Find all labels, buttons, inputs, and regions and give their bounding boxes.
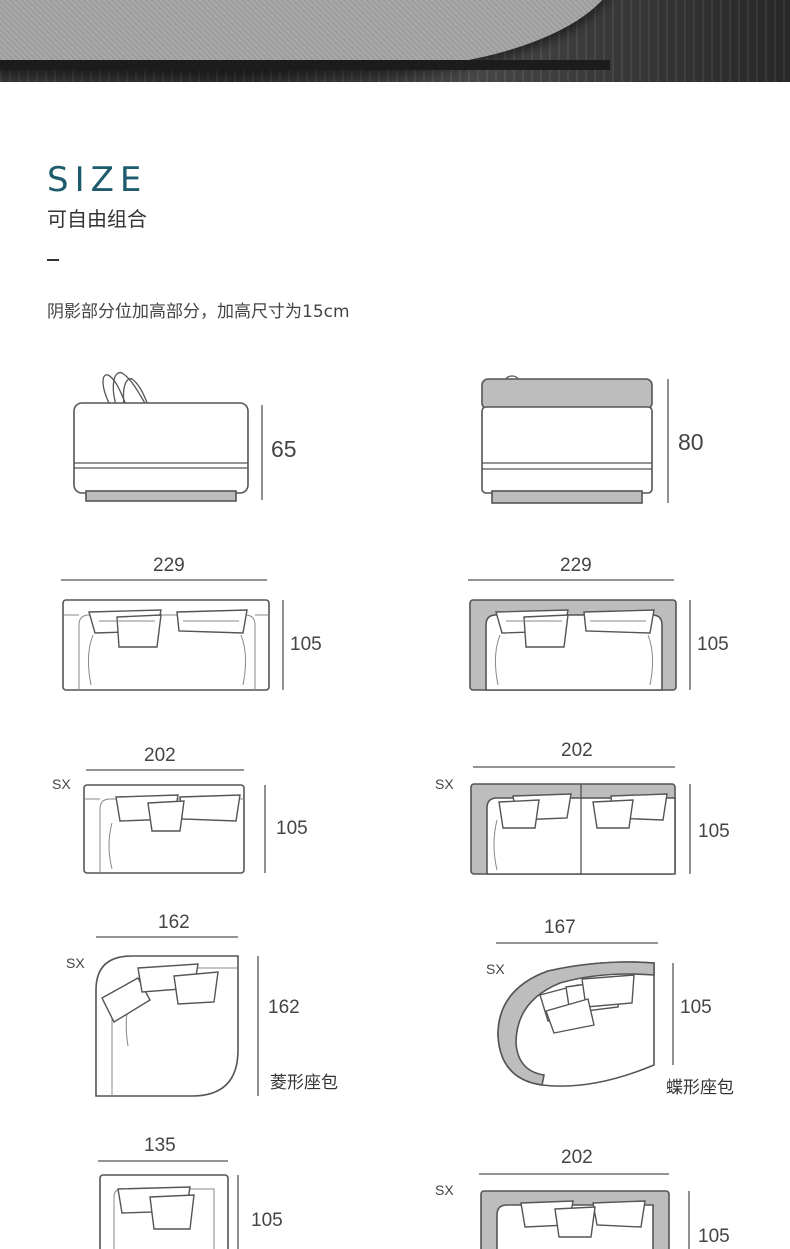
module-202-bottom: SX 202 105: [433, 1145, 753, 1249]
module-167-curved: SX 167 105 蝶形座包: [482, 915, 782, 1105]
module-167-curved-drawing: [496, 942, 674, 1087]
module-202-high-drawing: [470, 766, 691, 875]
module-162-corner: SX 162 162 菱形座包: [62, 910, 382, 1110]
module-162-corner-drawing: [95, 936, 259, 1097]
module-229-high-width: 229: [560, 555, 592, 576]
module-162-corner-depth: 162: [268, 997, 300, 1018]
module-229-plain-depth: 105: [290, 634, 322, 655]
module-167-curved-width: 167: [544, 917, 576, 938]
module-167-curved-depth: 105: [680, 997, 712, 1018]
module-135-width: 135: [144, 1135, 176, 1156]
side-view-low-height: 65: [271, 436, 297, 462]
module-202-high-side: SX: [435, 776, 454, 792]
module-202-bottom-width: 202: [561, 1147, 593, 1168]
side-view-low: 65: [60, 365, 320, 515]
divider-dash: [47, 259, 59, 261]
module-202-bottom-depth: 105: [698, 1226, 730, 1247]
module-202-bottom-side: SX: [435, 1182, 454, 1198]
module-229-plain: 229 105: [55, 555, 355, 705]
module-202-plain-drawing: [83, 769, 266, 874]
module-135-depth: 105: [251, 1210, 283, 1231]
side-view-high-height: 80: [678, 429, 704, 455]
module-229-plain-width: 229: [153, 555, 185, 576]
module-229-high: 229 105: [462, 555, 762, 705]
side-view-low-drawing: [73, 371, 263, 502]
page-title: SIZE: [47, 160, 148, 200]
module-162-corner-width: 162: [158, 912, 190, 933]
module-202-plain-depth: 105: [276, 818, 308, 839]
module-167-curved-side: SX: [486, 961, 505, 977]
module-135: 135 105: [90, 1135, 330, 1249]
side-view-high-drawing: [481, 375, 669, 504]
module-162-corner-caption: 菱形座包: [270, 1073, 338, 1093]
module-202-bottom-drawing: [479, 1173, 690, 1249]
module-202-high-depth: 105: [698, 821, 730, 842]
module-229-high-depth: 105: [697, 634, 729, 655]
module-202-plain-width: 202: [144, 745, 176, 766]
height-note: 阴影部分位加高部分，加高尺寸为15cm: [47, 302, 350, 322]
module-202-high: SX 202 105: [433, 740, 753, 890]
module-167-curved-caption: 蝶形座包: [666, 1078, 734, 1098]
module-202-plain: SX 202 105: [50, 745, 350, 895]
side-view-high: 80: [470, 365, 730, 515]
module-202-high-width: 202: [561, 740, 593, 761]
module-202-plain-side: SX: [52, 776, 71, 792]
hero-photo: [0, 0, 790, 82]
page-subtitle: 可自由组合: [47, 207, 147, 231]
module-135-drawing: [98, 1160, 239, 1249]
hero-sofa-base: [0, 60, 610, 70]
module-229-high-drawing: [468, 579, 691, 691]
module-162-corner-side: SX: [66, 955, 85, 971]
module-229-plain-drawing: [61, 579, 284, 691]
